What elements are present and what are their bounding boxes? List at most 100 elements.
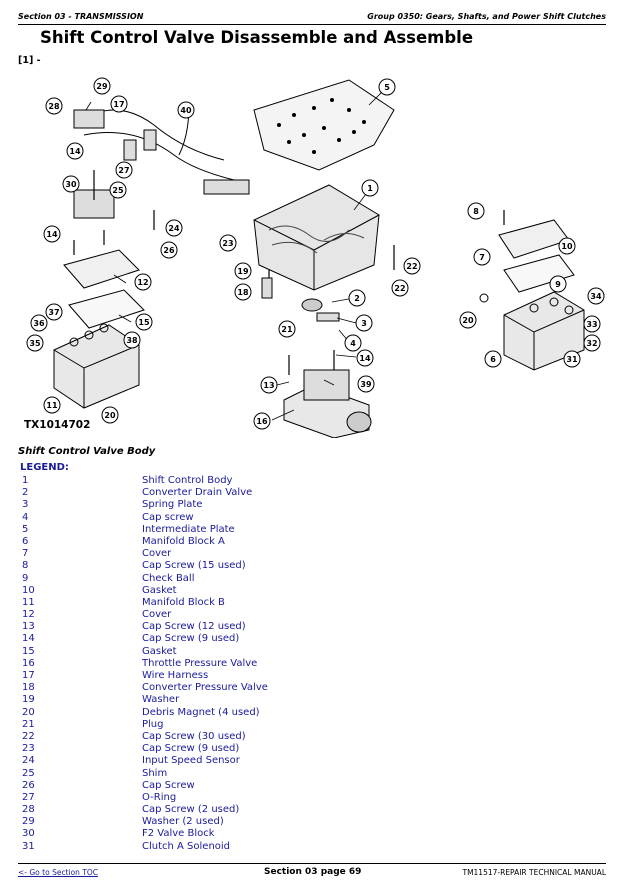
svg-text:33: 33: [586, 320, 597, 329]
page-footer: <- Go to Section TOC Section 03 page 69 …: [18, 863, 606, 878]
callout-10: 10: [558, 237, 576, 255]
callout-17: 17: [110, 95, 128, 113]
svg-text:14: 14: [359, 354, 371, 363]
callout-9: 9: [549, 275, 567, 293]
callout-22a: 22: [403, 257, 421, 275]
legend-number: 31: [22, 840, 35, 852]
cover-right-shape: [498, 219, 570, 259]
legend-number: 9: [22, 572, 29, 584]
svg-text:29: 29: [96, 82, 108, 91]
legend-item: 14 Cap Screw (9 used): [22, 633, 268, 645]
section-label: Section 03 - TRANSMISSION: [18, 12, 144, 21]
callout-26: 26: [160, 241, 178, 259]
callout-7: 7: [473, 248, 491, 266]
legend-number: 2: [22, 487, 29, 499]
svg-text:12: 12: [137, 278, 148, 287]
callout-11: 11: [43, 396, 61, 414]
legend-number: 6: [22, 535, 29, 547]
svg-text:23: 23: [222, 239, 233, 248]
callout-8: 8: [467, 202, 485, 220]
legend-number: 15: [22, 645, 35, 657]
callout-15: 15: [135, 313, 153, 331]
toc-link[interactable]: <- Go to Section TOC: [18, 868, 99, 877]
svg-text:3: 3: [361, 319, 367, 328]
callout-14a: 14: [66, 142, 84, 160]
shift-control-body-shape: [253, 184, 380, 291]
gasket-right-shape: [503, 254, 575, 293]
manual-name: TM11517-REPAIR TECHNICAL MANUAL: [462, 868, 606, 877]
svg-text:15: 15: [138, 318, 150, 327]
legend-number: 21: [22, 718, 35, 730]
svg-text:4: 4: [350, 339, 356, 348]
legend-text: Debris Magnet (4 used): [142, 706, 260, 718]
legend-number: 12: [22, 609, 35, 621]
legend-number: 23: [22, 743, 35, 755]
legend-text: O-Ring: [142, 791, 177, 803]
callout-40: 40: [177, 101, 195, 119]
callout-3: 3: [355, 314, 373, 332]
callout-38: 38: [123, 331, 141, 349]
svg-text:31: 31: [566, 355, 578, 364]
legend-text: Throttle Pressure Valve: [142, 657, 258, 669]
callout-21: 21: [278, 320, 296, 338]
legend-text: Input Speed Sensor: [142, 755, 240, 767]
callout-25: 25: [109, 181, 127, 199]
legend-text: Cap Screw (30 used): [142, 730, 246, 742]
legend-number: 14: [22, 633, 35, 645]
svg-text:35: 35: [29, 339, 41, 348]
legend-text: Intermediate Plate: [142, 523, 235, 535]
legend-item: 31 Clutch A Solenoid: [22, 841, 268, 853]
legend-text: Cover: [142, 609, 172, 621]
callout-20b: 20: [459, 311, 477, 329]
legend-text: Clutch A Solenoid: [142, 840, 231, 852]
callout-20a: 20: [101, 406, 119, 424]
callout-35: 35: [26, 334, 44, 352]
callout-16: 16: [253, 412, 271, 430]
svg-text:37: 37: [48, 308, 59, 317]
legend-number: 29: [22, 816, 35, 828]
legend-number: 7: [22, 548, 29, 560]
svg-text:5: 5: [384, 83, 390, 92]
callout-14b: 14: [43, 225, 61, 243]
manifold-block-a-shape: [503, 291, 585, 371]
legend-text: Wire Harness: [142, 670, 209, 681]
legend-text: Manifold Block B: [142, 596, 225, 608]
svg-text:22: 22: [394, 284, 405, 293]
exploded-view-figure: 1 2 3 4 5 6 7 8 9 10 11 12 13 14 14 14 1…: [24, 77, 605, 438]
svg-text:18: 18: [237, 288, 249, 297]
svg-text:17: 17: [113, 100, 124, 109]
svg-text:25: 25: [112, 186, 124, 195]
legend-text: Manifold Block A: [142, 535, 225, 547]
svg-text:22: 22: [406, 262, 417, 271]
legend-item: 12 Cover: [22, 609, 268, 621]
callout-22b: 22: [391, 279, 409, 297]
legend-text: Cover: [142, 548, 172, 560]
legend-number: 5: [22, 523, 29, 535]
page-title: Shift Control Valve Disassemble and Asse…: [40, 28, 474, 47]
legend-text: Cap Screw (9 used): [142, 633, 240, 645]
legend-number: 8: [22, 560, 29, 572]
figure-code: TX1014702: [24, 419, 90, 431]
legend-number: 3: [22, 499, 29, 511]
legend-item: 6 Manifold Block A: [22, 536, 268, 548]
reference-marker: [1] -: [18, 55, 41, 66]
svg-text:38: 38: [126, 336, 138, 345]
callout-12: 12: [134, 273, 152, 291]
callout-30: 30: [62, 175, 80, 193]
svg-text:8: 8: [473, 207, 479, 216]
legend-text: Cap Screw (12 used): [142, 621, 246, 633]
legend-text: F2 Valve Block: [142, 828, 215, 840]
callout-4: 4: [344, 334, 362, 352]
svg-text:26: 26: [163, 246, 175, 255]
svg-text:1: 1: [367, 184, 373, 193]
legend-number: 18: [22, 682, 35, 694]
svg-text:40: 40: [180, 106, 192, 115]
legend-text: Check Ball: [142, 572, 195, 584]
